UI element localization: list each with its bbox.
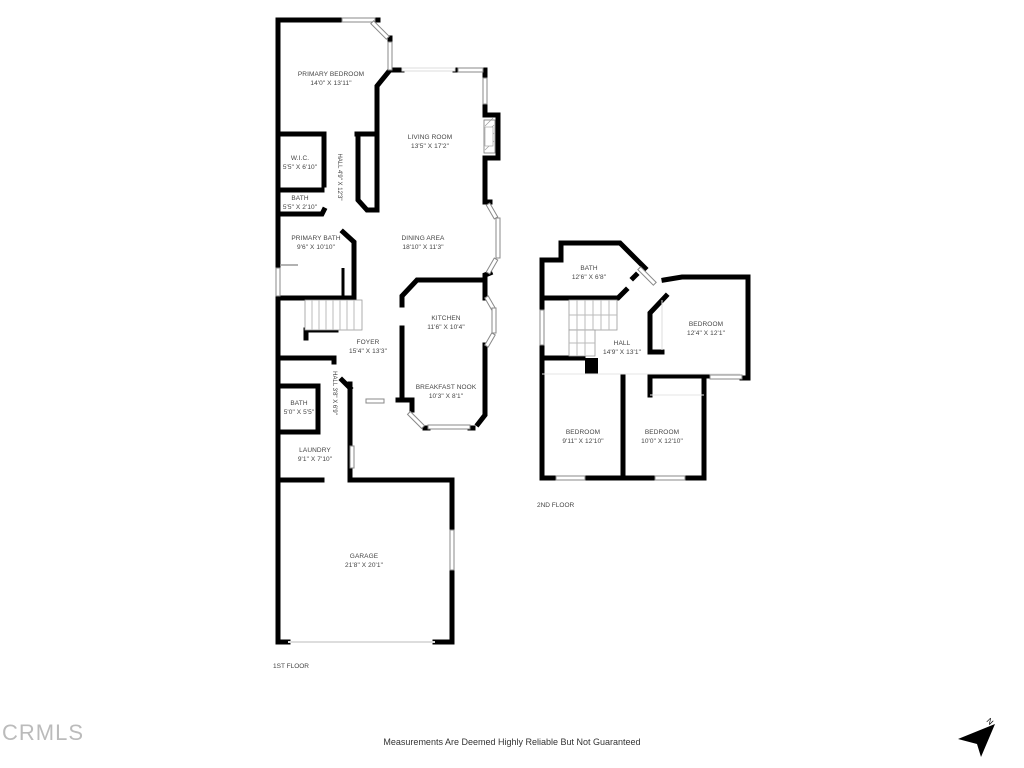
first-floor-stairs (304, 299, 363, 331)
room-label-breakfast-nook: BREAKFAST NOOK 10'3" X 8'1" (415, 384, 477, 400)
room-label-primary-bath: PRIMARY BATH 9'6" X 10'10" (291, 235, 341, 251)
room-label-wic: W.I.C. 5'5" X 6'10" (282, 155, 318, 171)
room-label-bedroom-middle: BEDROOM 10'0" X 12'10" (641, 429, 683, 445)
second-floor-walls (539, 240, 751, 481)
room-label-primary-bedroom: PRIMARY BEDROOM 14'0" X 13'11" (297, 71, 365, 87)
room-label-hall-upstairs: HALL 14'9" X 13'1" (602, 340, 642, 356)
floor-label-first: 1ST FLOOR (273, 663, 310, 670)
room-label-hall-lower: HALL 3'8" X 6'9" (331, 371, 337, 415)
room-label-bath-upstairs: BATH 12'6" X 6'8" (571, 265, 607, 281)
room-label-bath-small: BATH 5'5" X 2'10" (282, 195, 318, 211)
first-floor-windows (275, 17, 501, 643)
room-label-bath-lower: BATH 5'0" X 5'5" (283, 400, 315, 416)
north-letter: N (985, 716, 996, 727)
measurement-disclaimer: Measurements Are Deemed Highly Reliable … (383, 737, 641, 747)
room-label-hall-upper: HALL 4'9" X 12'3" (336, 153, 342, 201)
room-label-bedroom-left: BEDROOM 9'11" X 12'10" (562, 429, 604, 445)
room-label-laundry: LAUNDRY 9'1" X 7'10" (297, 447, 333, 463)
floor-label-second: 2ND FLOOR (537, 502, 575, 509)
room-label-dining-area: DINING AREA 18'10" X 11'3" (401, 235, 445, 251)
crmls-watermark: CRMLS (2, 720, 85, 745)
second-floor-stairs (568, 299, 618, 357)
north-arrow-icon: N (955, 715, 1005, 765)
room-label-garage: GARAGE 21'8" X 20'1" (344, 553, 384, 569)
second-floor-windows (539, 266, 743, 481)
room-label-living-room: LIVING ROOM 13'5" X 17'2" (407, 134, 453, 150)
first-floor-walls (275, 17, 501, 645)
room-label-bedroom-right: BEDROOM 12'4" X 12'1" (686, 321, 726, 337)
room-label-foyer: FOYER 15'4" X 13'3" (348, 339, 388, 355)
room-label-kitchen: KITCHEN 11'6" X 10'4" (427, 315, 465, 331)
